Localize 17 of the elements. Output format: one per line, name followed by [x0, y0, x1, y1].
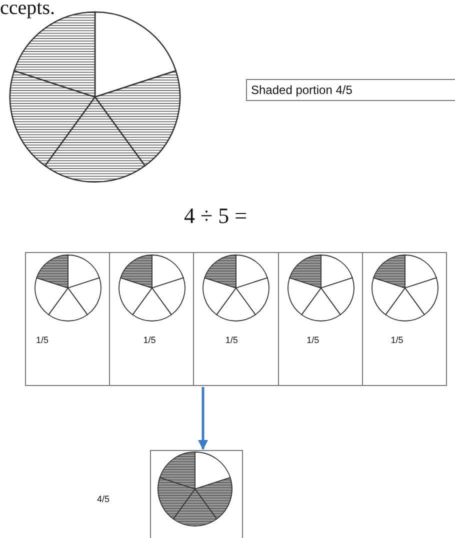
fraction-panel — [109, 252, 194, 386]
fraction-panel — [278, 252, 363, 386]
fraction-label: 4/5 — [97, 495, 110, 505]
arrow — [198, 387, 208, 450]
fraction-label: 1/5 — [225, 335, 238, 345]
fraction-panel — [25, 252, 110, 386]
division-equation: 4 ÷ 5 = — [184, 204, 247, 228]
fraction-label: 1/5 — [36, 335, 49, 345]
fraction-label: 1/5 — [306, 335, 320, 345]
fraction-label: 1/5 — [390, 335, 404, 345]
text-box — [246, 79, 455, 101]
result-box — [150, 450, 243, 538]
fraction-panel — [193, 252, 279, 386]
heading-fragment: ccepts. — [0, 0, 55, 19]
shaded-portion-text: Shaded portion 4/5 — [251, 83, 352, 97]
fraction-panel — [362, 252, 447, 386]
fraction-label: 1/5 — [143, 335, 156, 345]
